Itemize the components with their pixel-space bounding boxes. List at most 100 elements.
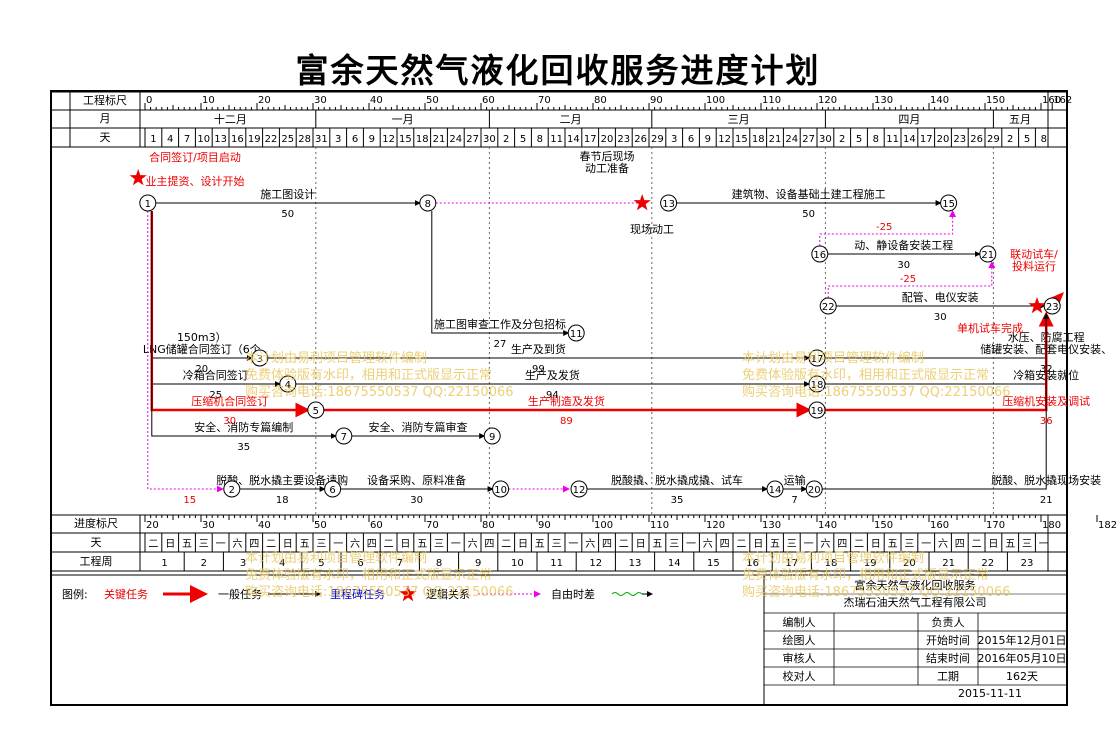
day-label: 26 xyxy=(970,134,983,145)
task-duration: 18 xyxy=(276,495,289,506)
weekday-label: 六 xyxy=(938,538,948,550)
progress-tick: 40 xyxy=(258,520,271,531)
progress-tick: 150 xyxy=(874,520,893,531)
progress-tick: 100 xyxy=(594,520,613,531)
watermark-text: 本计划由易利项目管理软件编制 xyxy=(742,551,924,566)
event-node-label: 1 xyxy=(145,199,151,210)
day-label: 5 xyxy=(520,134,526,145)
week-label: 16 xyxy=(746,558,759,569)
grid-layer xyxy=(52,91,1066,576)
day-label: 12 xyxy=(718,134,731,145)
day-label: 6 xyxy=(688,134,694,145)
week-label: 4 xyxy=(279,558,285,569)
day-label: 5 xyxy=(1024,134,1030,145)
day-label: 2 xyxy=(503,134,509,145)
day-label: 5 xyxy=(856,134,862,145)
ruler-tick: 70 xyxy=(538,95,551,106)
day-label: 10 xyxy=(197,134,210,145)
task-name: 压缩机合同签订 xyxy=(191,394,268,408)
task-name: 设备采购、原料准备 xyxy=(367,473,466,487)
task-name: 动、静设备安装工程 xyxy=(854,238,953,252)
day-label: 18 xyxy=(416,134,429,145)
event-node xyxy=(940,194,958,212)
event-node xyxy=(279,375,297,393)
task-name: 配管、电仪安装 xyxy=(902,290,979,304)
weekday-label: 四 xyxy=(484,539,494,550)
progress-tick: 70 xyxy=(426,520,439,531)
watermark-text: 本计划由易利项目管理软件编制 xyxy=(245,551,427,566)
legend-normal: 一般任务 xyxy=(218,588,262,601)
task-name: 脱酸、脱水撬现场安装 xyxy=(991,473,1101,487)
month-label: 二月 xyxy=(560,113,582,126)
event-node xyxy=(223,480,241,498)
info-key: 编制人 xyxy=(783,615,816,629)
day-label: 30 xyxy=(483,134,496,145)
watermark-text: 免费体验版有水印，相用和正式版显示正常 xyxy=(245,367,492,383)
month-label: 四月 xyxy=(898,113,920,126)
weekday-label: 三 xyxy=(316,539,326,550)
day-label: 23 xyxy=(617,134,630,145)
weekday-label: 日 xyxy=(871,539,881,550)
ruler-tick: 20 xyxy=(258,95,271,106)
progress-tick: 120 xyxy=(706,520,725,531)
day-label: 29 xyxy=(651,134,664,145)
week-label: 13 xyxy=(629,558,642,569)
task-duration: 99 xyxy=(532,364,545,375)
weekday-label: 一 xyxy=(804,539,814,550)
day-label: 30 xyxy=(819,134,832,145)
weekday-label: 一 xyxy=(1039,539,1049,550)
watermark-text: 购买咨询电话:18675550537 QQ:22150066 xyxy=(245,584,514,600)
weekday-label: 三 xyxy=(904,539,914,550)
event-node-label: 13 xyxy=(662,199,675,210)
footer-row-label: 工程周 xyxy=(80,555,113,568)
milestone-star-icon xyxy=(129,169,147,186)
ruler-tick: 90 xyxy=(650,95,663,106)
task-name: 施工图审查工作及分包招标 xyxy=(434,317,566,331)
day-label: 13 xyxy=(214,134,227,145)
event-node xyxy=(335,427,353,445)
progress-tick: 170 xyxy=(986,520,1005,531)
week-label: 21 xyxy=(942,558,955,569)
weekday-label: 五 xyxy=(1005,539,1015,550)
weekday-label: 四 xyxy=(720,539,730,550)
task-duration: 30 xyxy=(897,260,910,271)
task-name-cont: 150m3） xyxy=(177,331,227,344)
info-key: 结束时间 xyxy=(926,652,970,665)
ruler-tick: 40 xyxy=(370,95,383,106)
weekday-label: 一 xyxy=(686,539,696,550)
event-node-label: 5 xyxy=(313,406,319,417)
weekday-label: 五 xyxy=(182,539,192,550)
week-label: 11 xyxy=(550,558,563,569)
ruler-tick: 30 xyxy=(314,95,327,106)
progress-tick: 140 xyxy=(818,520,837,531)
ruler-tick: 60 xyxy=(482,95,495,106)
event-node-label: 12 xyxy=(573,485,586,496)
progress-tick: 60 xyxy=(370,520,383,531)
task-name: 建筑物、设备基础土建工程施工 xyxy=(732,187,886,201)
week-label: 20 xyxy=(903,558,916,569)
week-label: 5 xyxy=(318,558,324,569)
event-node-label: 23 xyxy=(1046,302,1059,313)
weekday-label: 四 xyxy=(367,539,377,550)
day-label: 1 xyxy=(150,134,156,145)
legend-free-float: 自由时差 xyxy=(551,587,595,601)
day-label: 3 xyxy=(671,134,677,145)
weekday-label: 五 xyxy=(300,539,310,550)
day-label: 9 xyxy=(369,134,375,145)
weekday-label: 一 xyxy=(568,539,578,550)
milestone-name-cont: 动工准备 xyxy=(585,161,629,175)
day-label: 24 xyxy=(785,134,798,145)
event-node-label: 17 xyxy=(811,354,824,365)
info-date: 2015-11-11 xyxy=(958,687,1022,700)
info-key: 负责人 xyxy=(932,615,965,629)
task-name: 安全、消防专篇编制 xyxy=(194,420,293,434)
day-label: 24 xyxy=(449,134,462,145)
event-node-label: 19 xyxy=(811,406,824,417)
task-name: 生产及到货 xyxy=(511,342,566,356)
week-label: 3 xyxy=(240,558,246,569)
day-label: 27 xyxy=(802,134,815,145)
milestone-name: 联动试车/ xyxy=(1010,247,1058,261)
event-node xyxy=(492,480,510,498)
